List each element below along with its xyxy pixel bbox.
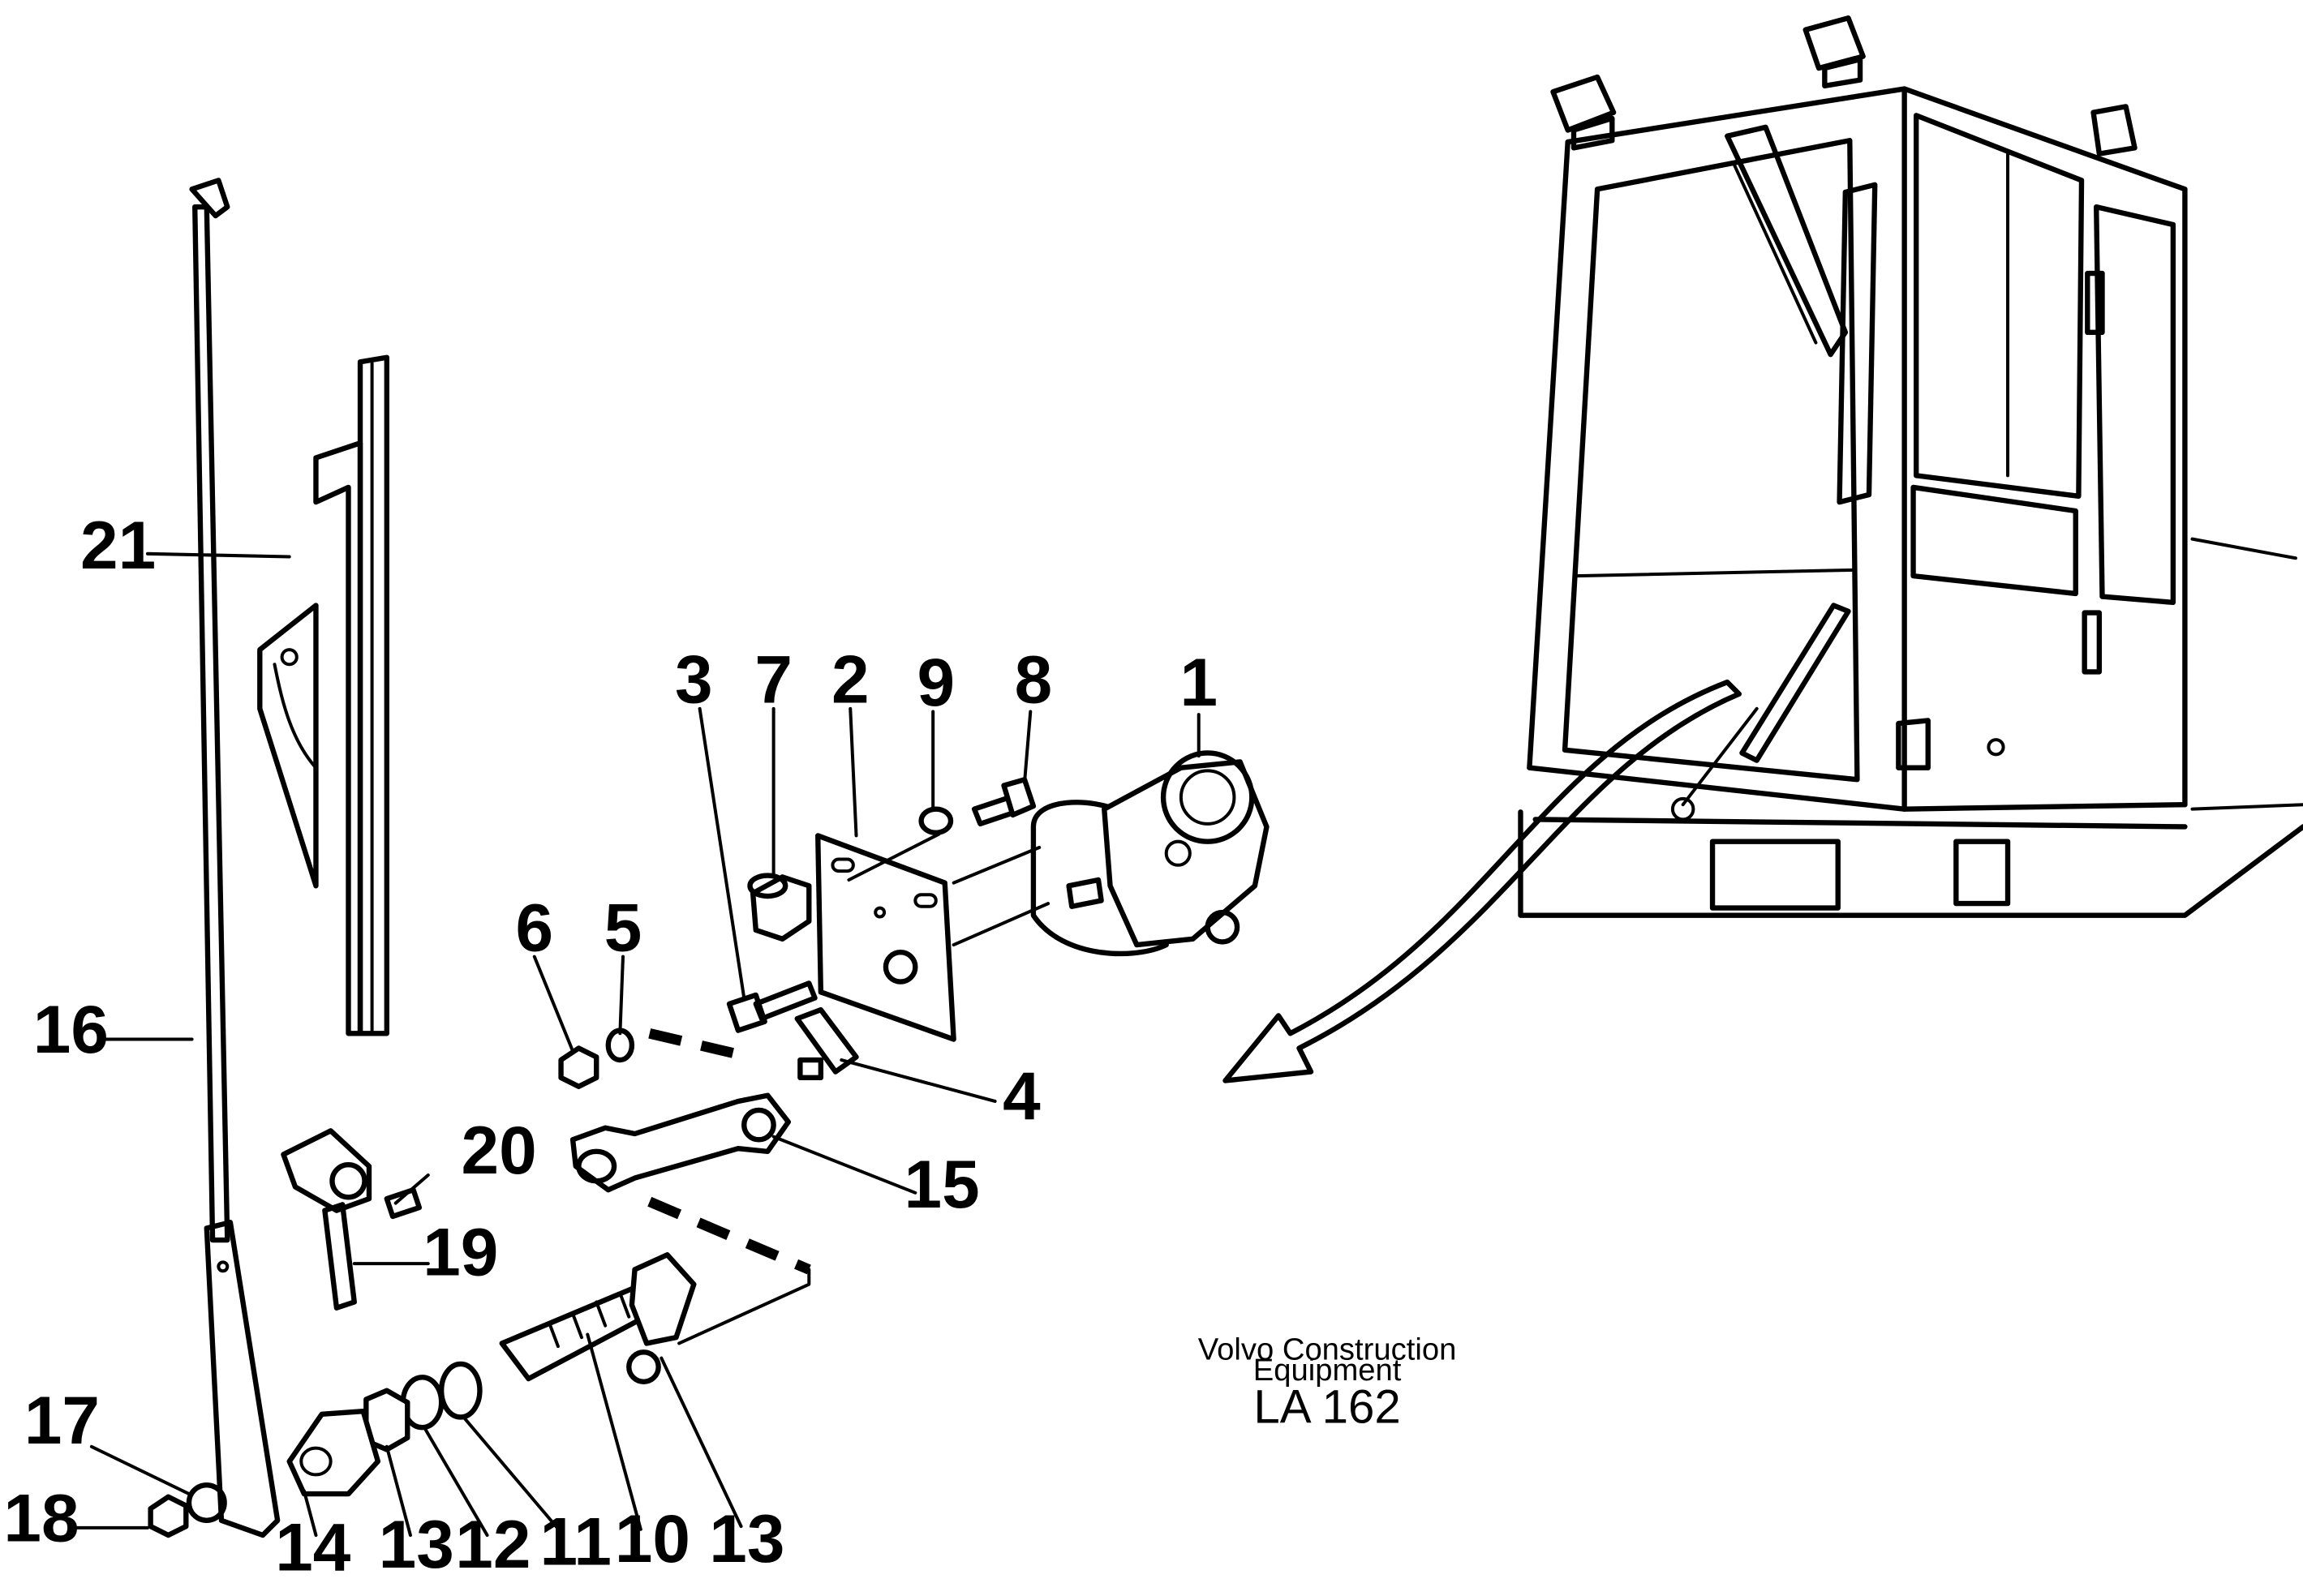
spindle-10 (499, 1252, 697, 1384)
spacer (747, 873, 812, 942)
credit-line-2: Equipment (1253, 1353, 1402, 1388)
nut-6 (558, 1045, 599, 1089)
callout-16: 16 (33, 991, 109, 1067)
screw-8 (971, 777, 1037, 827)
callout-11: 11 (540, 1503, 612, 1579)
callout-14: 14 (275, 1509, 351, 1585)
callout-5: 5 (604, 889, 642, 965)
callout-6: 6 (516, 889, 554, 965)
callout-17: 17 (24, 1382, 100, 1458)
callout-12: 12 (455, 1506, 531, 1582)
callout-15: 15 (904, 1146, 980, 1222)
washer-9 (918, 806, 954, 835)
callout-2: 2 (831, 641, 870, 718)
adapter-19 (281, 1128, 372, 1311)
cap-14 (286, 1408, 381, 1497)
link-rod-15 (569, 1092, 791, 1193)
callout-19: 19 (423, 1214, 498, 1290)
nut-18 (148, 1494, 189, 1538)
callout-1: 1 (1179, 644, 1218, 720)
wiper-blade (257, 354, 389, 1036)
washer-11 (438, 1361, 483, 1420)
callout-7: 7 (754, 641, 793, 718)
cab-illustration (1518, 15, 2303, 918)
callout-3: 3 (675, 641, 713, 718)
callout-4: 4 (1003, 1058, 1041, 1134)
callout-21: 21 (80, 507, 156, 583)
bolt-3 (726, 980, 818, 1033)
wiper-arm (186, 178, 281, 1538)
callout-13a: 13 (379, 1506, 454, 1582)
credit-block: Volvo Construction Equipment LA 162 (1198, 1332, 1457, 1433)
callout-8: 8 (1015, 641, 1053, 718)
drawing-code: LA 162 (1253, 1381, 1400, 1434)
callout-labels: 1 2 3 4 5 6 7 8 9 10 11 12 13 13 14 15 1… (3, 507, 1218, 1585)
wiper-motor (1030, 750, 1270, 957)
callout-20: 20 (462, 1112, 537, 1188)
leader-lines (71, 551, 1201, 1538)
callout-18: 18 (3, 1479, 79, 1555)
credit-line-1: Volvo Construction (1198, 1332, 1457, 1366)
callout-9: 9 (917, 644, 956, 720)
detail-arrow (1222, 679, 1742, 1083)
mounting-plate (815, 833, 956, 1042)
screw-20 (384, 1186, 423, 1220)
crank-4 (794, 1006, 859, 1081)
callout-13b: 13 (709, 1500, 784, 1577)
callout-10: 10 (615, 1500, 690, 1577)
